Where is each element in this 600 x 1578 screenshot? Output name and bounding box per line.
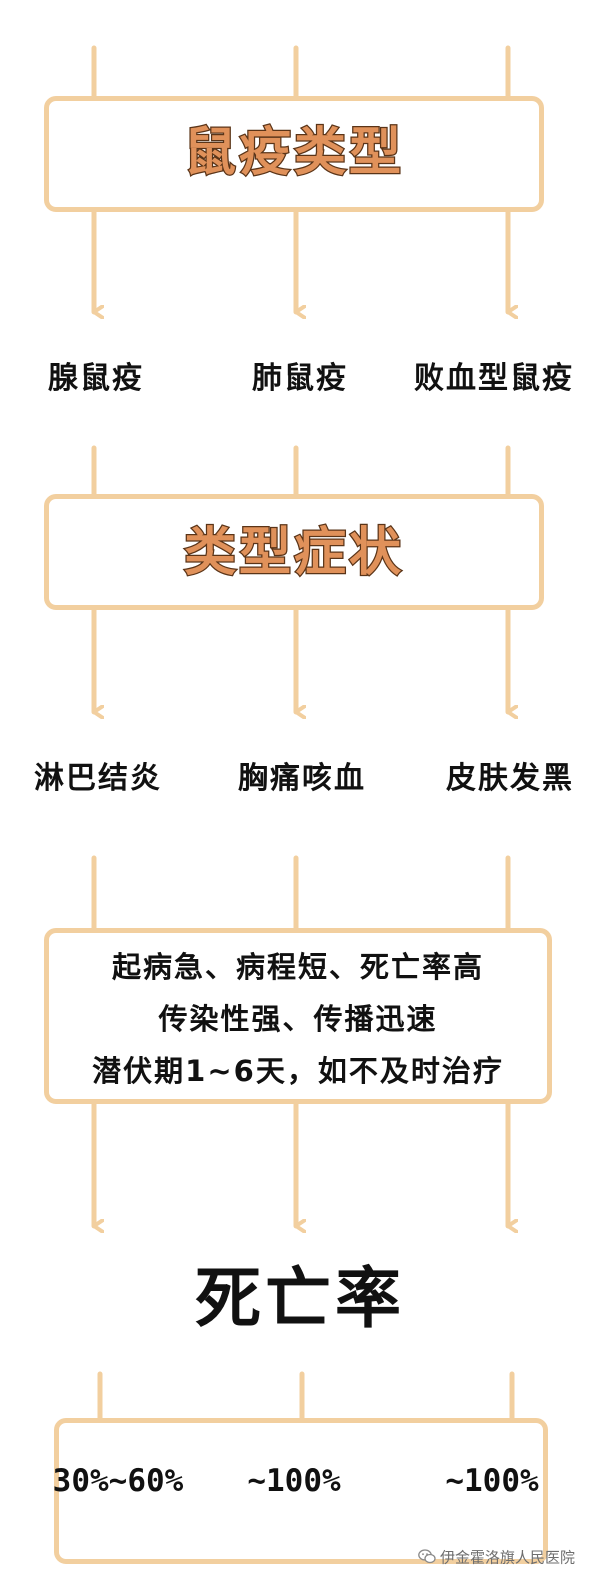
description-line-2: 传染性强、传播迅速: [158, 1002, 438, 1036]
types-title: 鼠疫类型: [183, 123, 404, 183]
description-line-1: 起病急、病程短、死亡率高: [111, 950, 484, 984]
symptom-lymphadenitis: 淋巴结炎: [34, 761, 162, 796]
plague-type-septicemic: 败血型鼠疫: [414, 361, 574, 396]
plague-type-pneumonic: 肺鼠疫: [252, 361, 348, 396]
symptoms-title: 类型症状: [183, 523, 404, 583]
mortality-value-bubonic: 30%~60%: [52, 1463, 184, 1499]
mortality-values-box: [54, 1418, 548, 1564]
wechat-icon: [418, 1549, 436, 1567]
symptoms-title-box: 类型症状: [44, 494, 544, 610]
description-line-3: 潜伏期1~6天，如不及时治疗: [92, 1054, 504, 1088]
watermark: 伊金霍洛旗人民医院: [418, 1549, 575, 1567]
mortality-value-septicemic: ~100%: [445, 1463, 539, 1499]
plague-type-bubonic: 腺鼠疫: [48, 361, 144, 396]
watermark-text: 伊金霍洛旗人民医院: [440, 1548, 576, 1567]
mortality-value-pneumonic: ~100%: [247, 1463, 341, 1499]
mortality-title: 死亡率: [195, 1260, 405, 1337]
types-title-box: 鼠疫类型: [44, 96, 544, 212]
symptom-blackened-skin: 皮肤发黑: [446, 761, 574, 796]
symptom-chest-pain-hemoptysis: 胸痛咳血: [238, 761, 366, 796]
description-box: 起病急、病程短、死亡率高 传染性强、传播迅速 潜伏期1~6天，如不及时治疗: [44, 928, 552, 1104]
